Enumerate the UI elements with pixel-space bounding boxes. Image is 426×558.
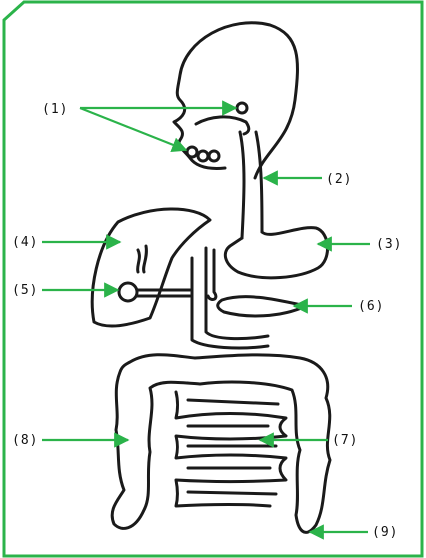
common-duct (137, 290, 190, 296)
head-outline (174, 23, 297, 178)
bile-duct (138, 246, 147, 272)
label-7: (7) (332, 433, 358, 448)
duodenum (206, 248, 216, 300)
salivary-gland-lower-2 (198, 151, 208, 161)
label-9: (9) (372, 525, 398, 540)
gallbladder (119, 283, 137, 301)
label-4: (4) (12, 235, 38, 250)
arrow-1b (80, 108, 186, 150)
label-5: (5) (12, 283, 38, 298)
label-6: (6) (358, 299, 384, 314)
pancreas (218, 297, 306, 316)
salivary-gland-lower-1 (187, 147, 197, 157)
label-8: (8) (12, 433, 38, 448)
label-3: (3) (376, 237, 402, 252)
label-1: (1) (42, 102, 68, 117)
salivary-gland-upper (237, 103, 247, 113)
esophagus (240, 132, 262, 238)
small-intestine (176, 392, 286, 506)
label-2: (2) (326, 172, 352, 187)
salivary-gland-lower-3 (209, 151, 219, 161)
small-intestine-link (192, 258, 268, 348)
